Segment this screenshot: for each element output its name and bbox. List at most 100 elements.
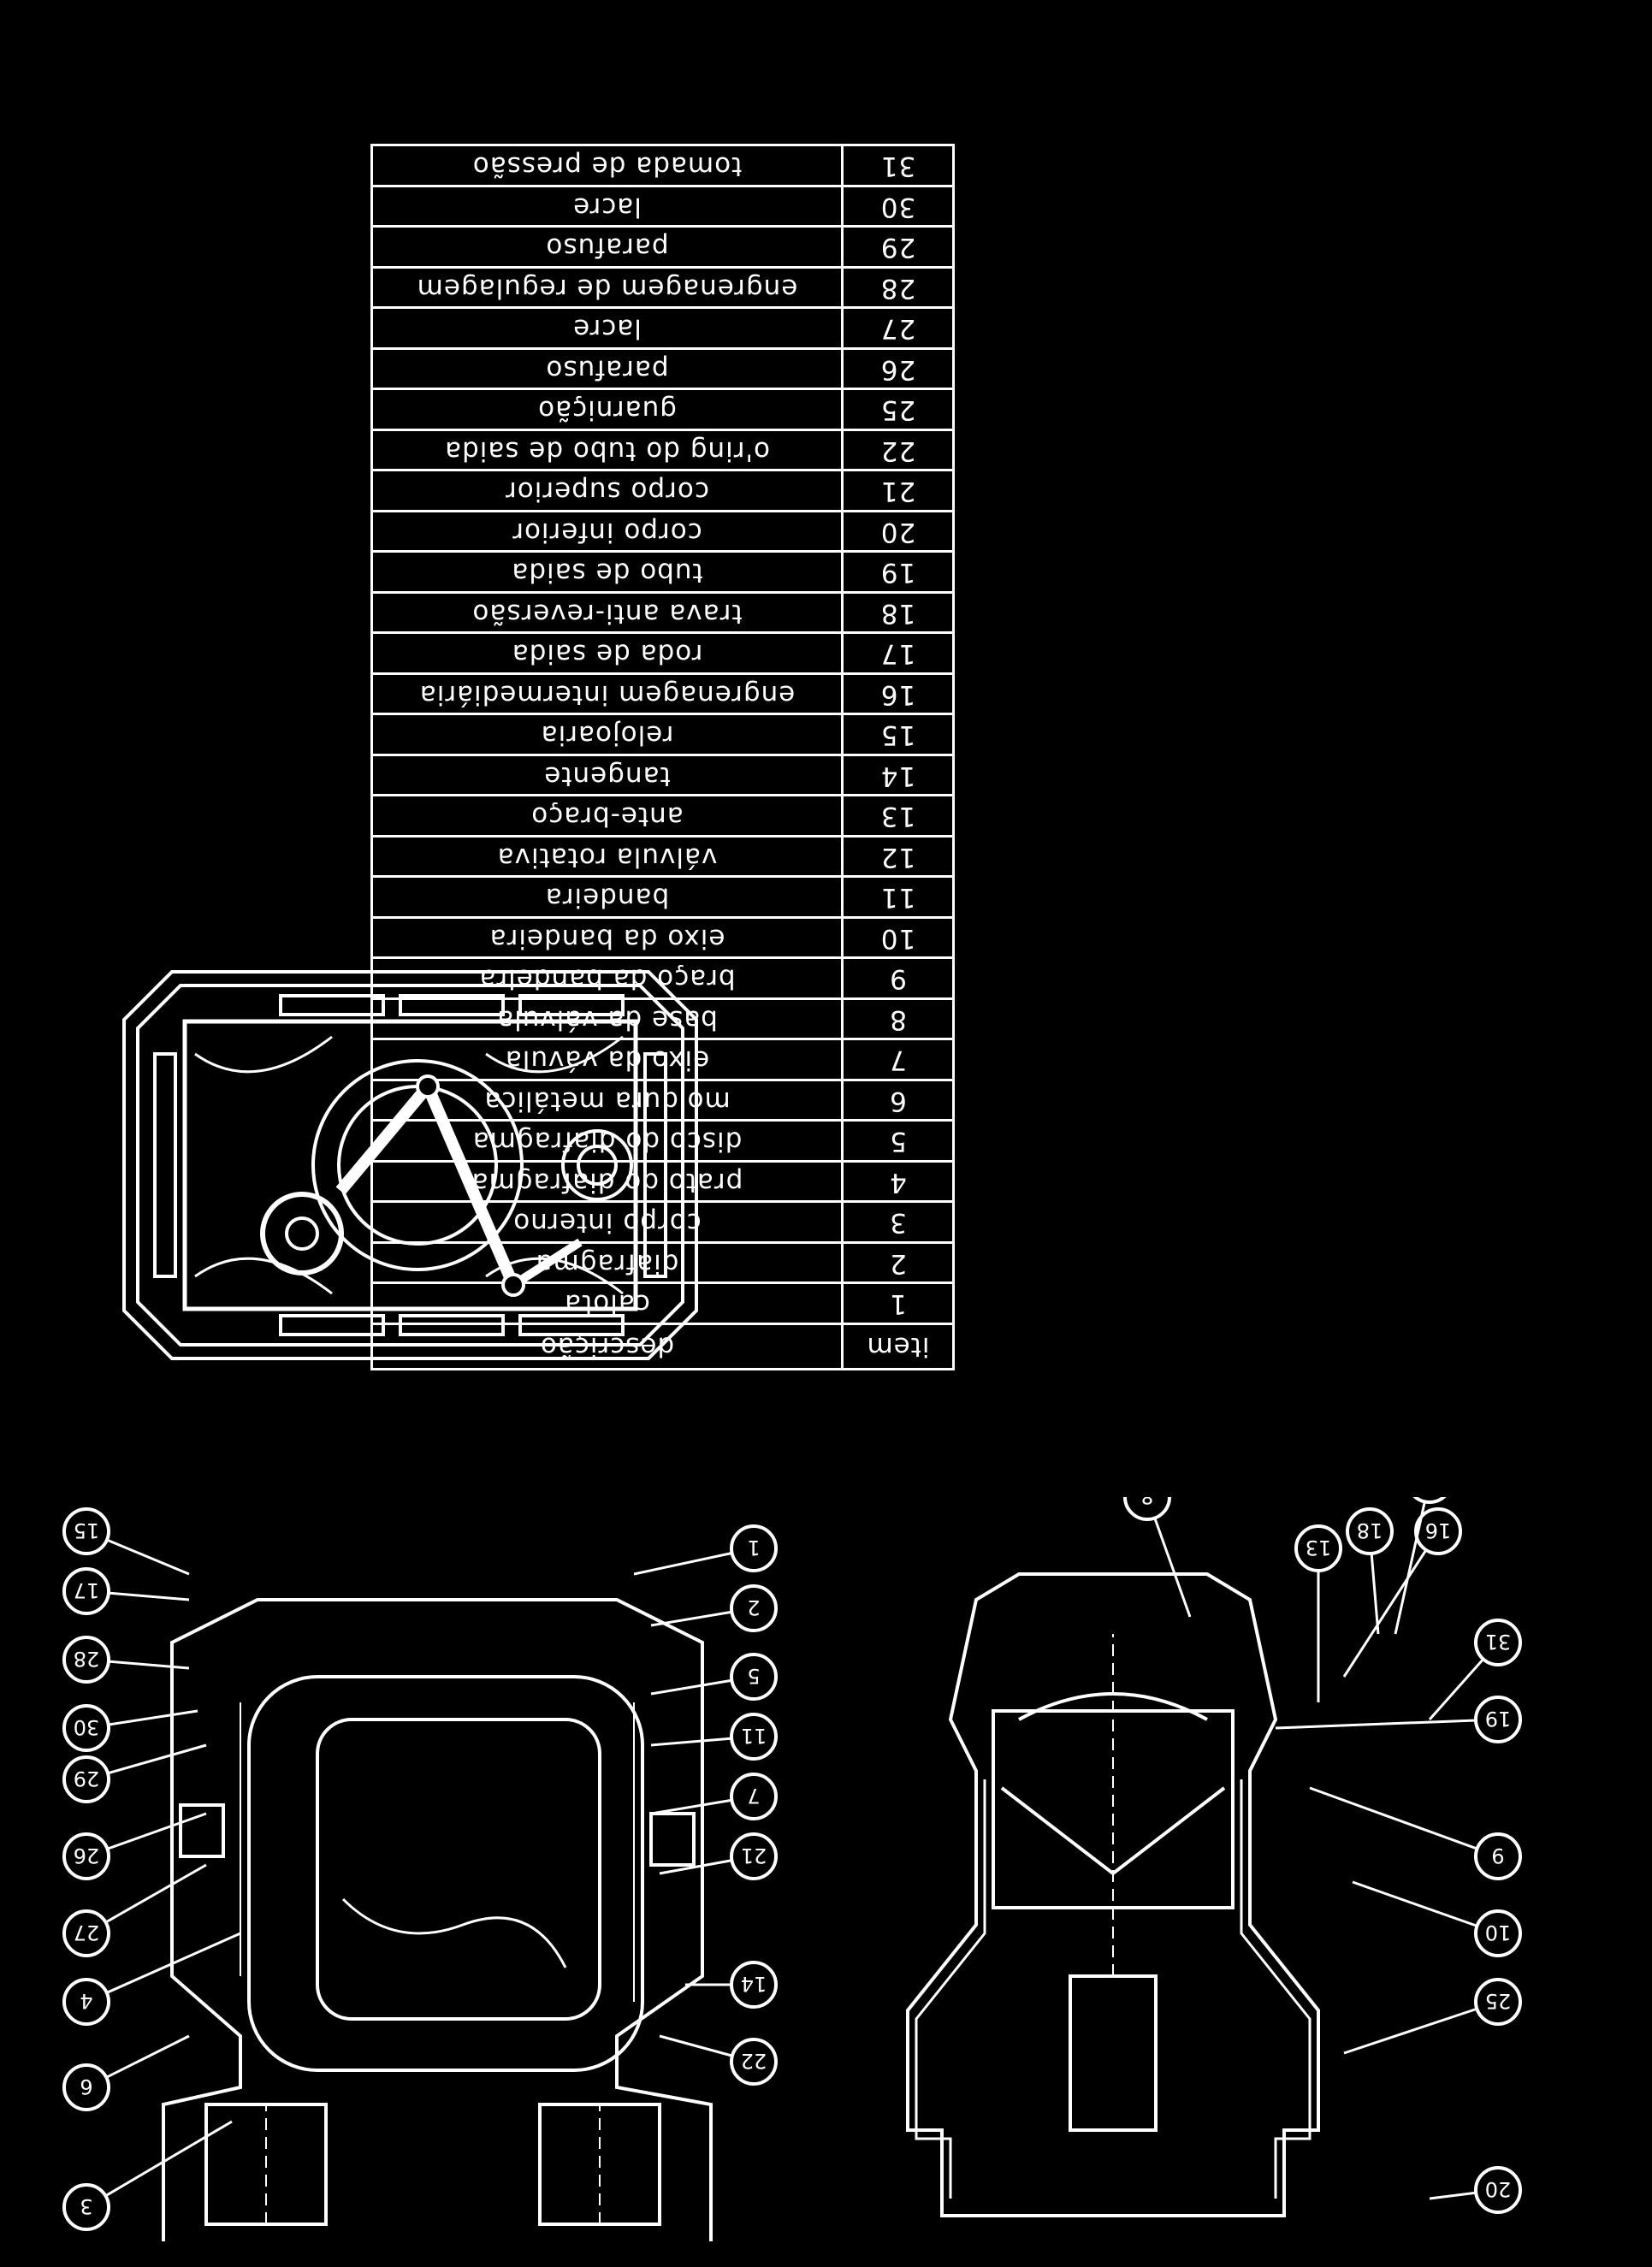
callout-2: 2 <box>650 1584 778 1632</box>
callout-10: 10 <box>1352 1880 1522 1957</box>
item-number-cell: 19 <box>842 552 954 593</box>
callout-number: 29 <box>74 1767 100 1791</box>
callout-number: 2 <box>747 1595 760 1619</box>
description-cell: eixo da bandeira <box>371 917 843 958</box>
description-cell: relojoaria <box>371 714 843 755</box>
callout-number: 6 <box>80 2075 92 2098</box>
description-cell: trava anti-reversão <box>371 592 843 633</box>
callout-number: 4 <box>80 1989 92 2013</box>
callout-9: 9 <box>1309 1786 1522 1880</box>
callout-number: 14 <box>741 1972 767 1996</box>
item-number-cell: 9 <box>842 958 954 999</box>
item-number-cell: 1 <box>842 1283 954 1324</box>
callout-7: 7 <box>650 1773 778 1820</box>
description-cell: parafuso <box>371 227 843 268</box>
callout-number: 22 <box>741 2049 767 2073</box>
item-number-cell: 11 <box>842 877 954 918</box>
item-number-cell: 18 <box>842 592 954 633</box>
callout-4: 4 <box>62 1932 241 2026</box>
description-cell: o'ring do tubo de saida <box>371 429 843 471</box>
callout-number: 19 <box>1485 1707 1512 1731</box>
callout-17: 17 <box>62 1567 190 1615</box>
meter-top-view-drawing <box>121 968 700 1362</box>
callout-number: 15 <box>74 1518 100 1542</box>
description-cell: corpo inferior <box>371 511 843 552</box>
item-number-cell: 10 <box>842 917 954 958</box>
item-number-cell: 14 <box>842 755 954 796</box>
callout-number: 13 <box>1306 1536 1332 1560</box>
item-number-cell: 8 <box>842 998 954 1039</box>
description-cell: engrenagem de regulagem <box>371 267 843 308</box>
item-number-cell: 15 <box>842 714 954 755</box>
item-number-cell: 7 <box>842 1039 954 1080</box>
callout-number: 8 <box>1140 1497 1153 1508</box>
description-cell: lacre <box>371 308 843 349</box>
callout-26: 26 <box>62 1812 207 1880</box>
callout-15: 15 <box>62 1507 190 1576</box>
description-cell: tubo de saida <box>371 552 843 593</box>
callout-number: 7 <box>747 1784 760 1808</box>
callout-19: 19 <box>1275 1696 1522 1743</box>
callout-3: 3 <box>62 2120 233 2231</box>
callout-20: 20 <box>1429 2166 1522 2214</box>
callout-number: 20 <box>1485 2177 1512 2201</box>
item-number-cell: 13 <box>842 796 954 837</box>
item-number-cell: 22 <box>842 429 954 471</box>
callout-number: 21 <box>741 1844 767 1867</box>
item-number-cell: 3 <box>842 1202 954 1243</box>
callout-number: 9 <box>1491 1844 1504 1867</box>
item-number-cell: 21 <box>842 471 954 512</box>
description-cell: bandeira <box>371 877 843 918</box>
callout-30: 30 <box>62 1704 198 1752</box>
item-number-cell: 2 <box>842 1242 954 1283</box>
item-number-cell: 4 <box>842 1161 954 1202</box>
callout-number: 5 <box>747 1664 760 1688</box>
item-number-cell: 17 <box>842 633 954 674</box>
callout-number: 26 <box>74 1844 100 1867</box>
description-cell: ante-braço <box>371 796 843 837</box>
callout-28: 28 <box>62 1636 190 1684</box>
callout-number: 30 <box>74 1715 100 1739</box>
description-cell: guarnição <box>371 389 843 430</box>
callout-12: 12 <box>1394 1497 1454 1635</box>
callout-25: 25 <box>1343 1978 1522 2055</box>
callout-18: 18 <box>1346 1507 1394 1635</box>
item-number-cell: 29 <box>842 227 954 268</box>
item-column-header: item <box>842 1323 954 1370</box>
callout-number: 3 <box>80 2194 92 2218</box>
item-number-cell: 26 <box>842 348 954 389</box>
callout-1: 1 <box>633 1524 778 1576</box>
callout-29: 29 <box>62 1743 207 1803</box>
callout-number: 18 <box>1357 1518 1383 1542</box>
callout-number: 17 <box>74 1578 100 1602</box>
callout-number: 31 <box>1485 1630 1512 1654</box>
callout-11: 11 <box>650 1713 778 1761</box>
callout-27: 27 <box>62 1863 207 1957</box>
callout-number: 11 <box>741 1724 767 1748</box>
callout-number: 10 <box>1485 1921 1512 1944</box>
item-number-cell: 28 <box>842 267 954 308</box>
description-cell: corpo superior <box>371 471 843 512</box>
callout-13: 13 <box>1294 1524 1342 1702</box>
callout-31: 31 <box>1428 1619 1522 1720</box>
description-cell: válvula rotativa <box>371 836 843 877</box>
item-number-cell: 5 <box>842 1121 954 1162</box>
item-number-cell: 25 <box>842 389 954 430</box>
item-number-cell: 12 <box>842 836 954 877</box>
